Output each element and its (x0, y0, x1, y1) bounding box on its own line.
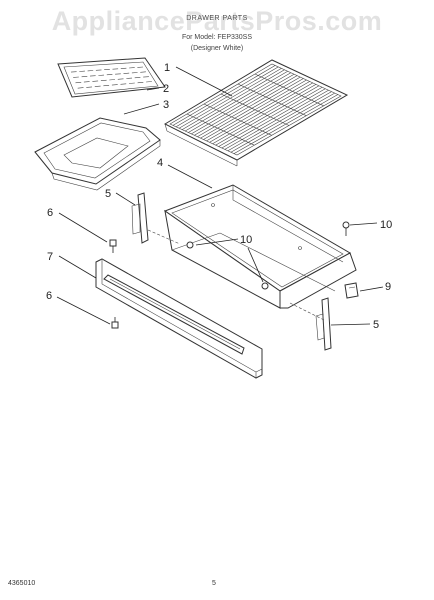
oven-rack (163, 59, 349, 167)
callout-10-right: 10 (380, 219, 392, 231)
drawer-body (163, 184, 357, 309)
leader-lines (56, 66, 384, 326)
callout-6-lower: 6 (46, 290, 52, 302)
broiler-pan (34, 117, 161, 191)
callout-6-upper: 6 (47, 207, 53, 219)
callout-7: 7 (47, 251, 53, 263)
watermark: AppliancePartsPros.com (51, 6, 383, 36)
drawer-slide-left (131, 192, 149, 244)
drawer-slide-right (315, 297, 332, 351)
fastener-center (261, 282, 269, 290)
callout-3: 3 (163, 99, 169, 111)
callout-9: 9 (385, 281, 391, 293)
callout-1: 1 (164, 62, 170, 74)
broiler-pan-grid (57, 57, 166, 98)
screw-lower (111, 317, 119, 329)
callout-10-center: 10 (240, 234, 252, 246)
callout-5-upper: 5 (105, 188, 111, 200)
diagram-title: DRAWER PARTS (186, 15, 248, 22)
footer-document-code: 4365010 (8, 580, 36, 587)
screw-upper (109, 239, 117, 253)
model-label: For Model: FEP330SS (181, 34, 253, 41)
drawer-front-panel (95, 258, 263, 379)
callout-4: 4 (157, 157, 163, 169)
callout-2: 2 (163, 83, 169, 95)
model-note: (Designer White) (190, 45, 244, 52)
drawer-bracket (344, 282, 359, 299)
footer-page-number: 5 (212, 580, 216, 587)
callout-5-lower: 5 (373, 319, 379, 331)
fastener-top-right (342, 221, 350, 236)
fastener-left (186, 241, 194, 249)
